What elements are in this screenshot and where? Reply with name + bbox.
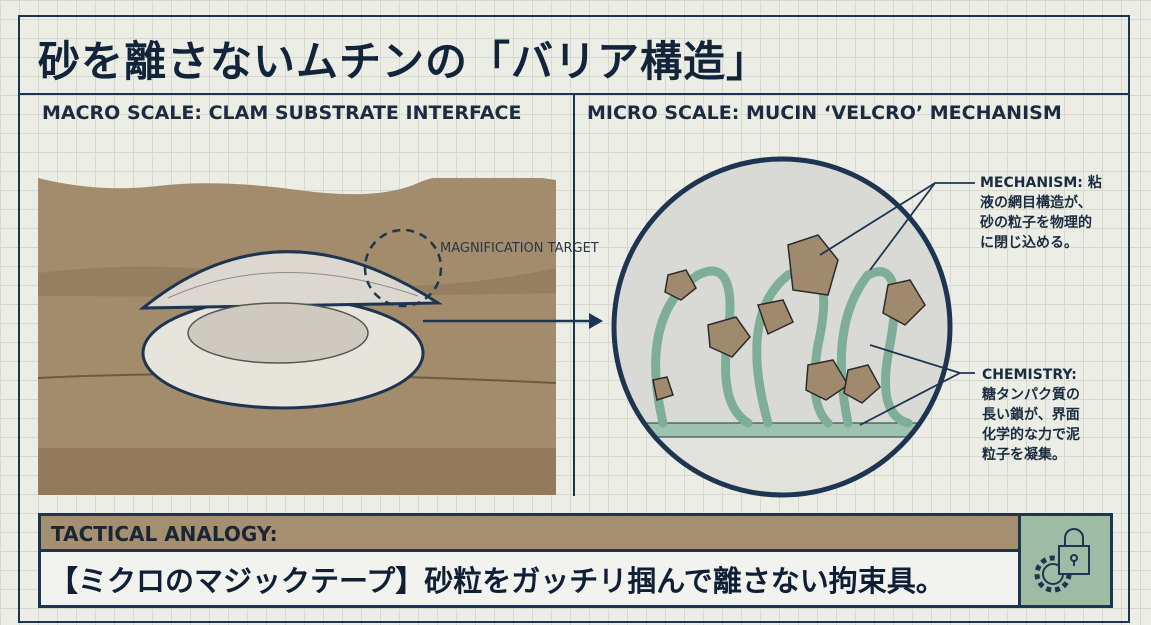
macro-header: MACRO SCALE: CLAM SUBSTRATE INTERFACE: [42, 102, 522, 124]
analogy-label: TACTICAL ANALOGY:: [41, 516, 1021, 552]
note-line: 糖タンパク質の: [982, 387, 1080, 403]
mucin-magnified-view: [611, 156, 953, 498]
chemistry-note: CHEMISTRY: 糖タンパク質の長い鎖が、界面化学的な力で泥粒子を凝集。: [982, 365, 1080, 465]
analogy-box: TACTICAL ANALOGY: 【ミクロのマジックテープ】砂粒をガッチリ掴ん…: [38, 513, 1113, 608]
arrow-icon: [555, 313, 603, 329]
note-line: に閉じ込める。: [980, 235, 1078, 251]
lock-gear-icon: [1018, 516, 1110, 605]
page-title: 砂を離さないムチンの「バリア構造」: [38, 37, 770, 86]
note-line: 液の網目構造が、: [980, 195, 1092, 211]
magnification-label: MAGNIFICATION TARGET: [440, 241, 599, 256]
clam-illustration: [38, 178, 556, 495]
note-line: 長い鎖が、界面: [982, 407, 1080, 423]
mechanism-note: MECHANISM: 粘液の網目構造が、砂の粒子を物理的に閉じ込める。: [980, 173, 1102, 253]
analogy-text: 【ミクロのマジックテープ】砂粒をガッチリ掴んで離さない拘束具。: [49, 564, 945, 598]
micro-header: MICRO SCALE: MUCIN ‘VELCRO’ MECHANISM: [587, 102, 1062, 124]
note-line: CHEMISTRY:: [982, 367, 1077, 383]
poster-frame: [18, 15, 1130, 623]
note-line: 砂の粒子を物理的: [980, 215, 1092, 231]
note-line: 化学的な力で泥: [982, 427, 1080, 443]
callout-lines: [819, 182, 975, 426]
note-line: MECHANISM: 粘: [980, 175, 1102, 191]
note-line: 粒子を凝集。: [982, 447, 1066, 463]
divider: [573, 93, 575, 496]
